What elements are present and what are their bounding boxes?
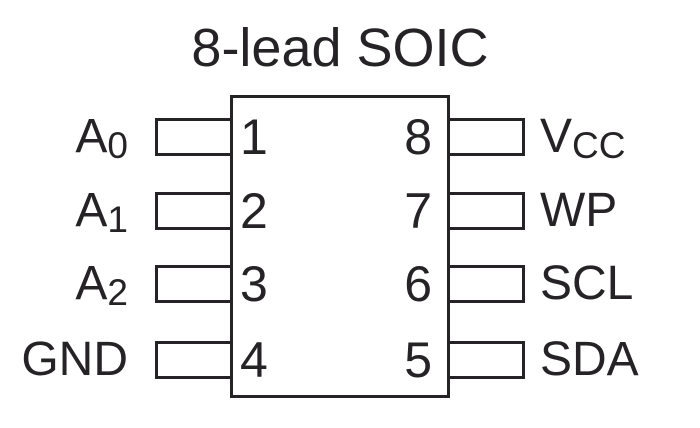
- ic-body: [230, 95, 450, 398]
- pin-lead: [155, 118, 230, 156]
- pin-row: A1 2 7 WP: [0, 183, 700, 239]
- pin-label: A2: [0, 260, 128, 313]
- pin-number: 7: [404, 183, 432, 239]
- pin-row: A0 1 8 VCC: [0, 109, 700, 165]
- pin-number: 1: [240, 109, 268, 165]
- pin-label-subscript: 2: [107, 272, 128, 313]
- pin-lead: [155, 265, 230, 303]
- pin-label-subscript: 1: [107, 199, 128, 240]
- pin-number: 4: [240, 332, 268, 388]
- pin-row: A2 3 6 SCL: [0, 256, 700, 312]
- package-title: 8-lead SOIC: [191, 18, 489, 78]
- pin-number: 5: [404, 332, 432, 388]
- pin-label-text: SCL: [540, 257, 634, 310]
- pin-label: VCC: [540, 113, 626, 166]
- pin-label-text: GND: [21, 333, 128, 386]
- pin-lead: [450, 192, 525, 230]
- pin-label-text: WP: [540, 184, 618, 237]
- pin-label: A1: [0, 187, 128, 240]
- pin-number: 6: [404, 256, 432, 312]
- pin-label: WP: [540, 187, 617, 239]
- pin-label: GND: [0, 336, 128, 388]
- pin-label-text: A: [75, 110, 108, 163]
- pin-lead: [155, 341, 230, 379]
- pin-label: SCL: [540, 260, 633, 312]
- pin-label: SDA: [540, 336, 639, 388]
- pin-label-subscript: CC: [572, 125, 626, 166]
- pin-lead: [155, 192, 230, 230]
- pin-lead: [450, 341, 525, 379]
- pin-lead: [450, 118, 525, 156]
- pin-number: 2: [240, 183, 268, 239]
- pin-label: A0: [0, 113, 128, 166]
- pin-label-text: A: [75, 184, 108, 237]
- pin-lead: [450, 265, 525, 303]
- pin-label-text: A: [75, 257, 108, 310]
- pin-label-subscript: 0: [107, 125, 128, 166]
- pin-label-text: SDA: [540, 333, 639, 386]
- pin-number: 8: [404, 109, 432, 165]
- pin-label-text: V: [540, 110, 573, 163]
- pin-number: 3: [240, 256, 268, 312]
- pin-row: GND 4 5 SDA: [0, 332, 700, 388]
